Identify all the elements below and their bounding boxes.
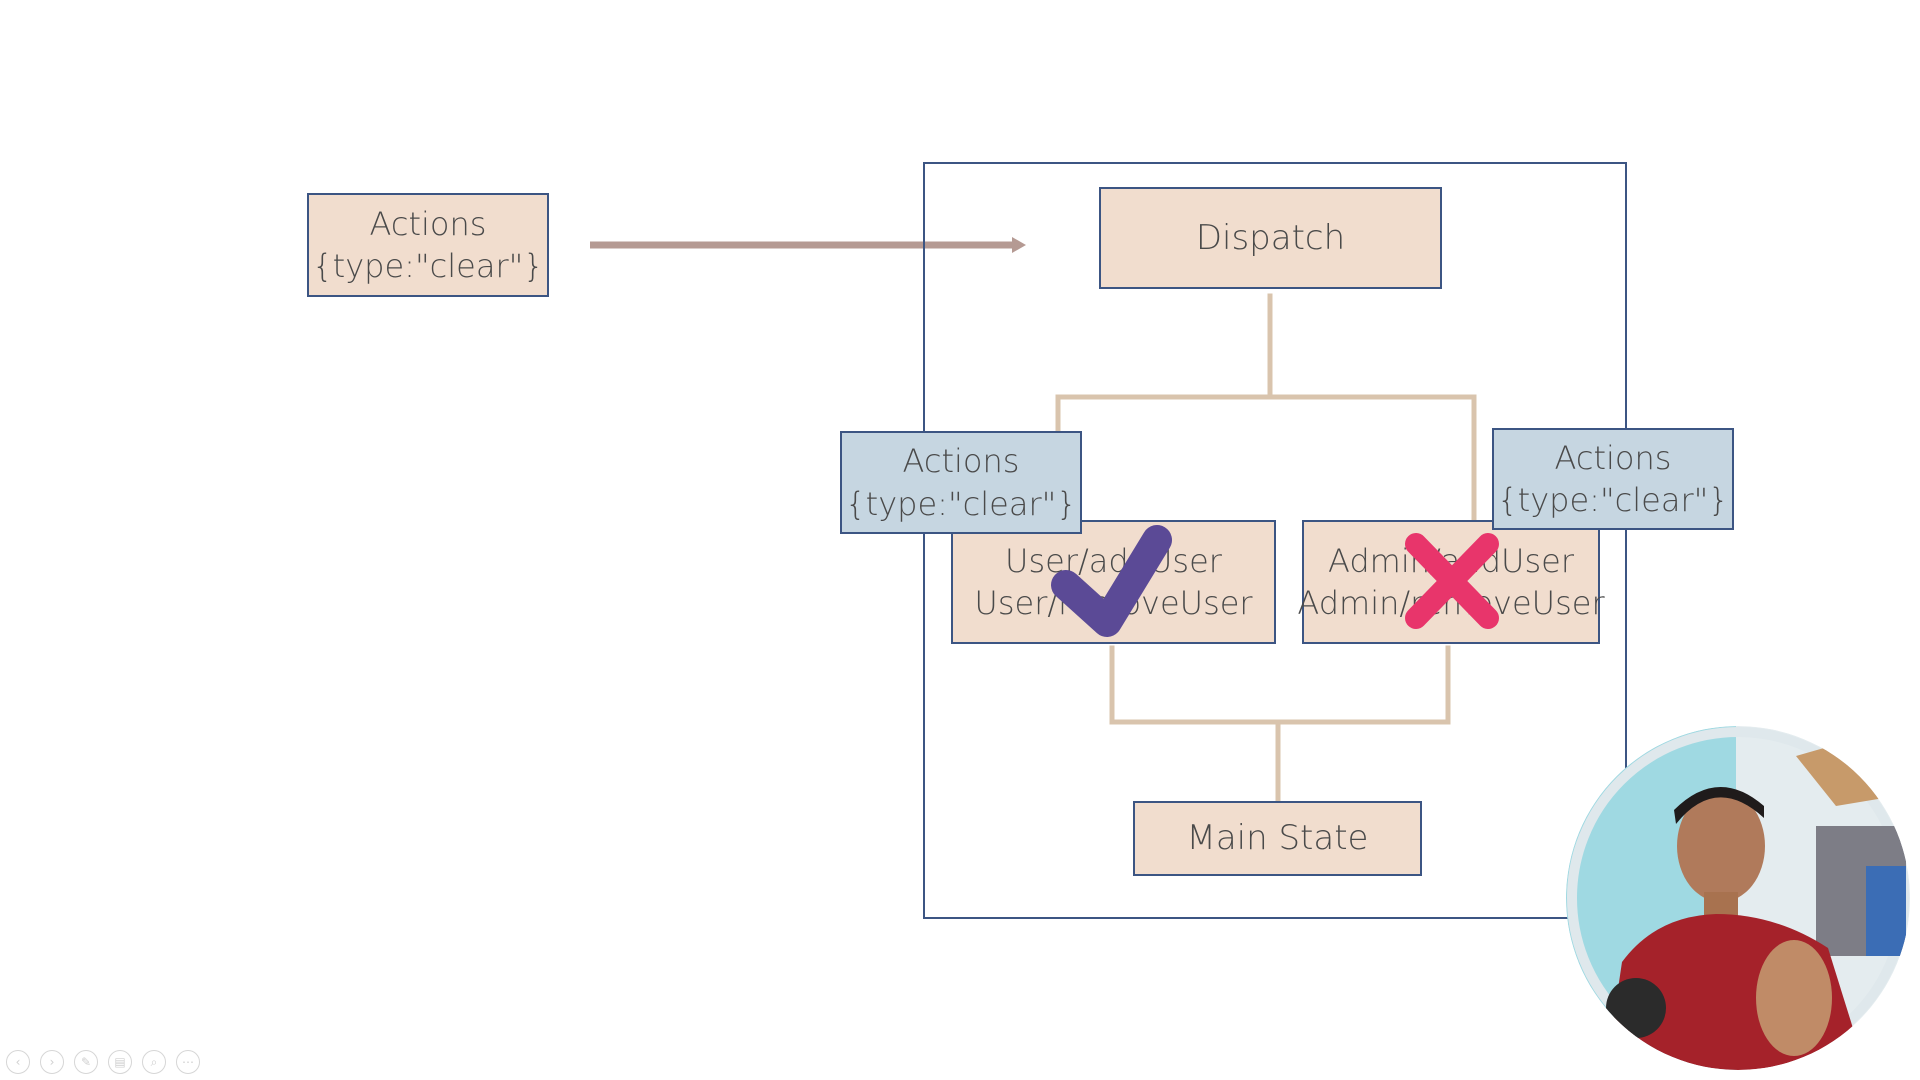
next-icon[interactable]: › xyxy=(40,1050,64,1074)
dispatch-label: Dispatch xyxy=(1195,217,1346,258)
action-arrow xyxy=(590,237,1026,253)
pen-icon[interactable]: ✎ xyxy=(74,1050,98,1074)
store-frame xyxy=(923,162,1627,919)
right-action-title: Actions xyxy=(1554,438,1672,477)
user-reducer-line1: User/addUser xyxy=(1005,541,1222,580)
source-action-box: Actions {type:"clear"} xyxy=(307,193,549,297)
left-action-box: Actions {type:"clear"} xyxy=(840,431,1082,534)
main-state-box: Main State xyxy=(1133,801,1422,876)
cross-mark-icon xyxy=(1405,533,1499,629)
main-state-label: Main State xyxy=(1186,818,1369,859)
check-mark-icon xyxy=(1051,525,1172,637)
presentation-controls: ‹ › ✎ ▤ ⌕ ⋯ xyxy=(6,1050,200,1074)
zoom-icon[interactable]: ⌕ xyxy=(142,1050,166,1074)
right-action-box: Actions {type:"clear"} xyxy=(1492,428,1734,530)
slides-icon[interactable]: ▤ xyxy=(108,1050,132,1074)
presenter-avatar xyxy=(1566,726,1910,1070)
previous-icon[interactable]: ‹ xyxy=(6,1050,30,1074)
dispatch-box: Dispatch xyxy=(1099,187,1442,289)
left-action-type: {type:"clear"} xyxy=(845,484,1077,523)
more-icon[interactable]: ⋯ xyxy=(176,1050,200,1074)
right-action-type: {type:"clear"} xyxy=(1497,481,1729,519)
source-action-title: Actions xyxy=(369,204,487,243)
presenter-webcam xyxy=(1566,726,1910,1070)
left-action-title: Actions xyxy=(902,442,1020,481)
source-action-type: {type:"clear"} xyxy=(312,247,544,285)
